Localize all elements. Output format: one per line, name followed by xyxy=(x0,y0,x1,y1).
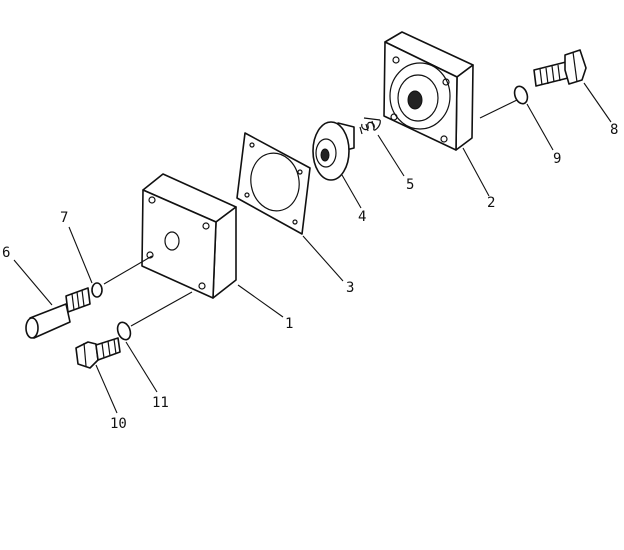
part-7-o-ring xyxy=(91,282,103,298)
part-4-valve xyxy=(312,121,355,181)
callout-8: 8 xyxy=(610,122,618,138)
part-11-washer xyxy=(116,321,132,341)
callout-7: 7 xyxy=(60,210,68,226)
leader-3 xyxy=(302,235,344,282)
callout-1: 1 xyxy=(285,316,293,332)
part-3-gasket xyxy=(236,132,311,235)
callout-11: 11 xyxy=(152,395,169,411)
leader-1 xyxy=(237,284,284,318)
leader-2 xyxy=(462,147,490,197)
callout-9: 9 xyxy=(553,151,561,167)
leader-11 xyxy=(125,341,158,393)
part-9-washer xyxy=(513,85,529,105)
leader-5 xyxy=(377,134,405,177)
leader-10 xyxy=(95,364,118,414)
part-6-plug xyxy=(25,287,91,339)
callout-6: 6 xyxy=(2,245,10,261)
leader-6 xyxy=(13,259,53,306)
part-1-cover-block xyxy=(141,173,237,299)
callout-5: 5 xyxy=(406,177,414,193)
axis-line-bolt-10 xyxy=(130,291,193,327)
part-2-flange-block xyxy=(383,31,474,151)
callout-10: 10 xyxy=(110,416,127,432)
leader-8 xyxy=(583,82,612,123)
callout-3: 3 xyxy=(346,280,354,296)
axis-line-plug-6 xyxy=(103,255,153,285)
callout-2: 2 xyxy=(487,195,495,211)
callout-4: 4 xyxy=(358,209,366,225)
leader-7 xyxy=(68,226,93,284)
part-5-spring xyxy=(359,117,381,135)
part-10-bolt xyxy=(75,337,121,369)
part-8-bolt xyxy=(533,49,587,87)
leader-9 xyxy=(526,103,554,151)
axis-line-bolt-8 xyxy=(479,99,518,119)
leader-4 xyxy=(341,174,362,209)
